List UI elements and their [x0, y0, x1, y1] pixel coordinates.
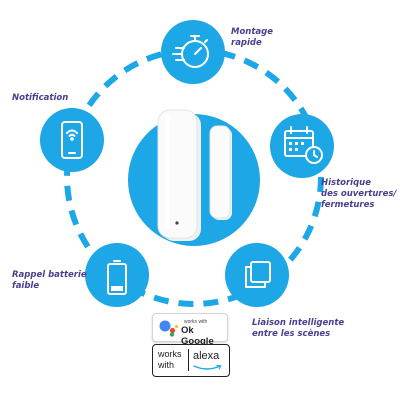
- label-montage: Montage rapide: [231, 27, 273, 49]
- alexa-badge-line2: with: [158, 360, 175, 370]
- alexa-badge-word: alexa: [193, 350, 220, 362]
- feature-liaison: [225, 243, 289, 307]
- label-historique-line1: Historique: [321, 178, 371, 188]
- alexa-smile-icon: [193, 365, 222, 370]
- label-rappel: Rappel batterie faible: [12, 270, 87, 292]
- battery-low-icon: [107, 260, 127, 295]
- alexa-badge-line1: works: [158, 349, 182, 359]
- label-montage-line2: rapide: [231, 38, 262, 48]
- label-liaison: Liaison intelligente entre les scènes: [252, 318, 344, 340]
- feature-montage: [161, 20, 225, 84]
- label-notification-line1: Notification: [12, 93, 69, 103]
- google-badge-title: Ok Google: [181, 325, 214, 347]
- works-with-google-badge: works with Ok Google: [152, 313, 228, 347]
- feature-historique: [270, 114, 334, 178]
- scenes-icon: [245, 261, 271, 288]
- feature-rappel: [85, 243, 149, 307]
- door-sensor-image: [157, 109, 232, 241]
- works-with-alexa-badge: works with alexa: [152, 344, 230, 377]
- label-liaison-line1: Liaison intelligente: [252, 318, 345, 328]
- google-badge-small-text: works with: [184, 319, 208, 325]
- google-assistant-icon: [159, 320, 178, 337]
- label-notification: Notification: [12, 93, 68, 104]
- feature-notification: [40, 108, 104, 172]
- stopwatch-icon: [172, 35, 209, 68]
- label-rappel-line2: faible: [12, 281, 40, 291]
- label-liaison-line2: entre les scènes: [252, 329, 331, 339]
- calendar-clock-icon: [284, 126, 323, 164]
- alexa-badge-divider: [188, 349, 189, 371]
- label-rappel-line1: Rappel batterie: [12, 270, 87, 280]
- label-historique-line3: fermetures: [321, 200, 375, 210]
- label-historique-line2: des ouvertures/: [321, 189, 397, 199]
- dashed-ring: [64, 47, 324, 307]
- alexa-badge-works-with: works with: [158, 349, 182, 371]
- label-montage-line1: Montage: [231, 27, 273, 37]
- smartphone-wifi-icon: [61, 121, 83, 159]
- label-historique: Historique des ouvertures/ fermetures: [321, 178, 397, 211]
